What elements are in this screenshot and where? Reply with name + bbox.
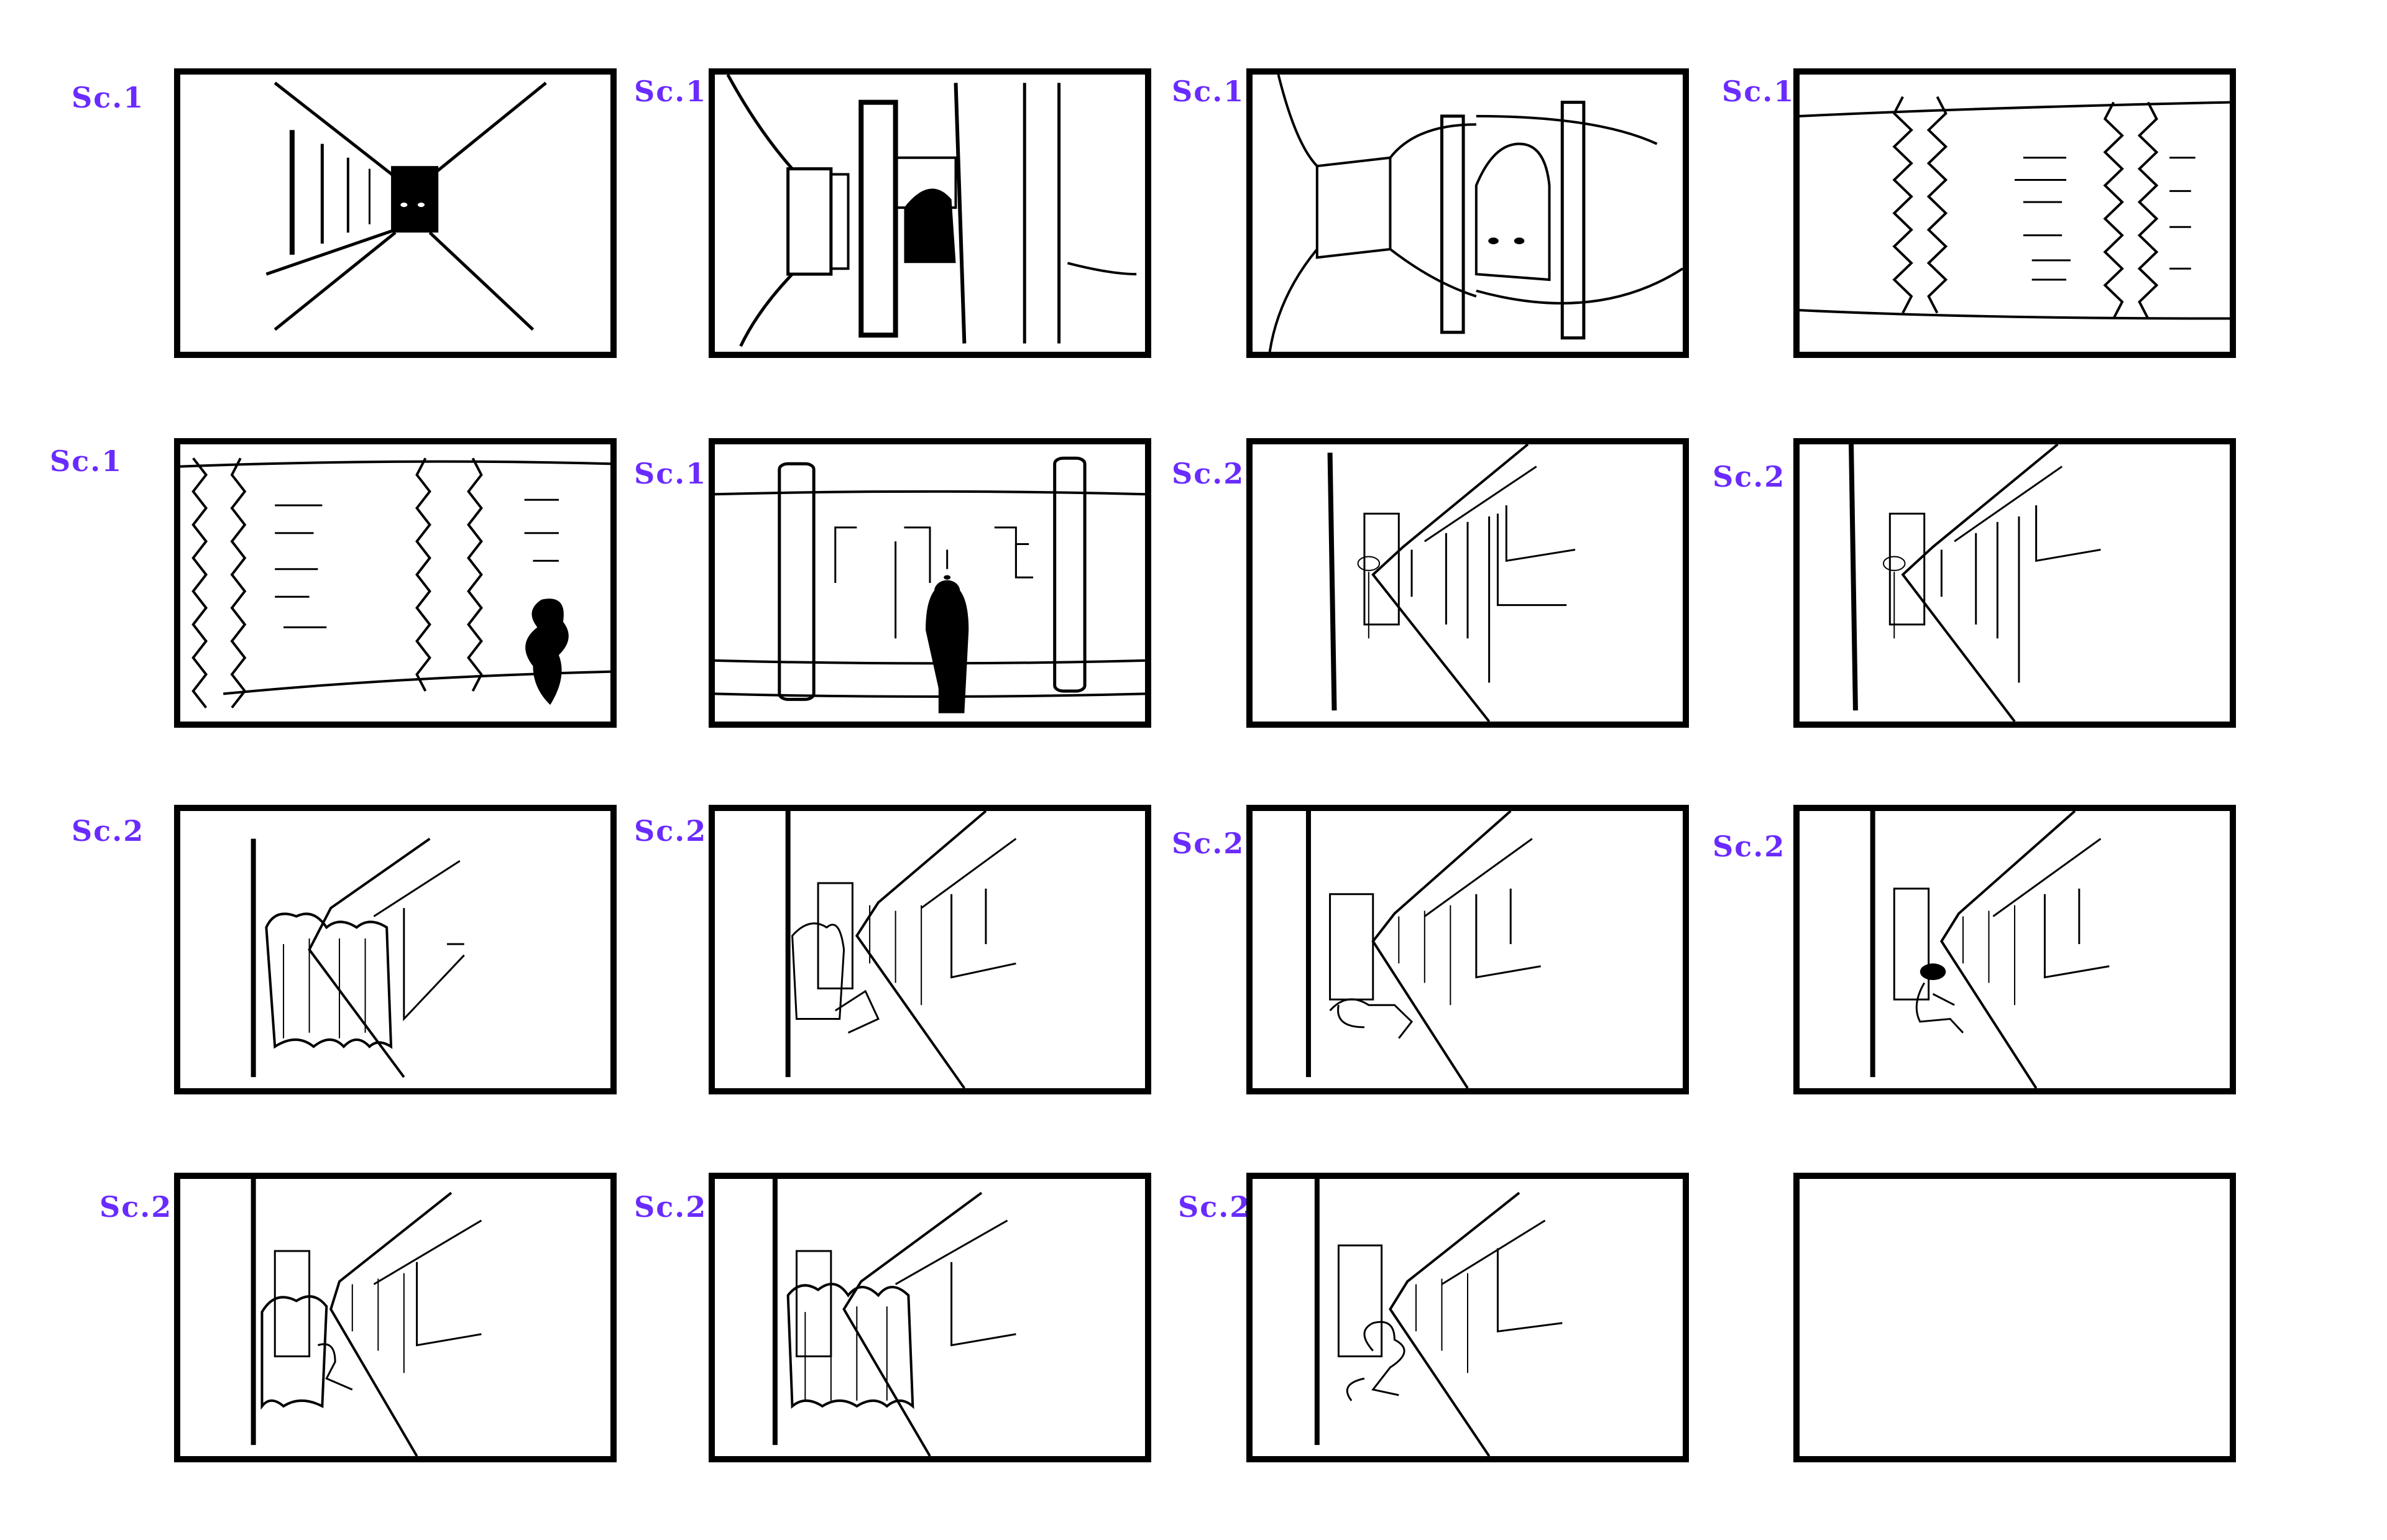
scene-label: Sc.2 [1178, 1190, 1251, 1224]
storyboard-panel-8 [1793, 438, 2236, 728]
panel-sketch [715, 811, 1145, 1088]
panel-sketch [1253, 75, 1683, 352]
storyboard-panel-6 [709, 438, 1151, 728]
scene-label: Sc.1 [71, 81, 145, 114]
scene-label: Sc.2 [634, 1190, 707, 1224]
panel-sketch [715, 444, 1145, 713]
storyboard-panel-1 [174, 68, 617, 358]
scene-label: Sc.1 [1722, 75, 1795, 108]
storyboard-panel-12 [1793, 805, 2236, 1094]
storyboard-panel-16-empty [1793, 1173, 2236, 1462]
storyboard-panel-10 [709, 805, 1151, 1094]
panel-sketch [1800, 811, 2230, 1088]
panel-sketch [1800, 444, 2230, 722]
panel-sketch [1253, 444, 1683, 722]
storyboard-panel-9 [174, 805, 617, 1094]
panel-sketch [180, 75, 610, 352]
scene-label: Sc.1 [634, 457, 707, 490]
scene-label: Sc.2 [1172, 457, 1245, 490]
scene-label: Sc.2 [1713, 460, 1786, 493]
scene-label: Sc.2 [634, 814, 707, 848]
scene-label: Sc.1 [1172, 75, 1245, 108]
storyboard-panel-11 [1246, 805, 1689, 1094]
scene-label: Sc.1 [50, 444, 123, 478]
storyboard-panel-13 [174, 1173, 617, 1462]
storyboard-panel-3 [1246, 68, 1689, 358]
scene-label: Sc.2 [99, 1190, 173, 1224]
storyboard-panel-2 [709, 68, 1151, 358]
panel-sketch [715, 75, 1145, 352]
panel-sketch [1800, 75, 2230, 352]
storyboard-panel-5 [174, 438, 617, 728]
storyboard-panel-14 [709, 1173, 1151, 1462]
storyboard-panel-4 [1793, 68, 2236, 358]
storyboard-panel-7 [1246, 438, 1689, 728]
scene-label: Sc.2 [71, 814, 145, 848]
panel-sketch [180, 444, 610, 722]
panel-sketch [180, 1179, 610, 1456]
scene-label: Sc.2 [1172, 827, 1245, 860]
panel-sketch [1253, 1179, 1683, 1456]
storyboard-panel-15 [1246, 1173, 1689, 1462]
panel-sketch [715, 1179, 1145, 1456]
scene-label: Sc.1 [634, 75, 707, 108]
scene-label: Sc.2 [1713, 830, 1786, 863]
panel-sketch [180, 811, 610, 1088]
panel-sketch [1253, 811, 1683, 1088]
